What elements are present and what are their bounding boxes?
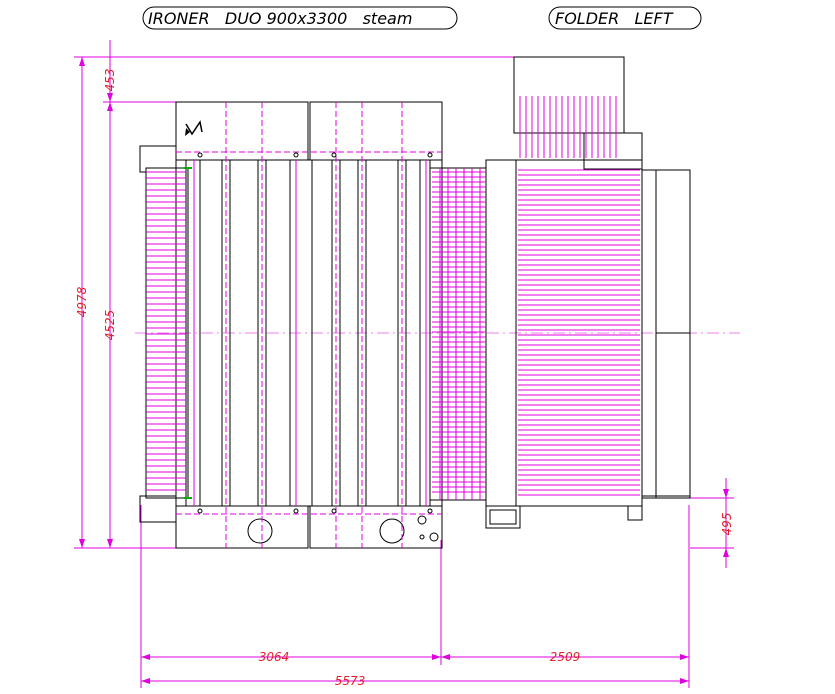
dim-bottom-offset: 495 (720, 513, 734, 536)
dimension-arrows (79, 57, 729, 684)
roller-pins (197, 152, 433, 514)
feed-belts (146, 171, 186, 491)
dim-folder-width: 2509 (550, 650, 581, 664)
dim-inner-height: 4525 (103, 310, 117, 341)
dimension-lines (74, 40, 734, 688)
transition-frame (429, 159, 521, 529)
transition-belts (432, 168, 486, 500)
folder-body (513, 56, 691, 521)
ironer-rollers (221, 160, 407, 506)
dim-total-width: 5573 (335, 674, 366, 688)
ironer-title-frame: IRONER DUO 900x3300 steam (142, 6, 458, 30)
ironer-magenta-lines (176, 102, 442, 548)
green-markers (184, 167, 192, 499)
lightning-icon (185, 120, 203, 136)
folder-belts (518, 169, 640, 496)
folder-title-frame: FOLDER LEFT (548, 6, 702, 30)
folder-top-belts (519, 96, 617, 158)
dim-top-offset: 453 (103, 69, 117, 92)
folder-title: FOLDER LEFT (555, 9, 674, 28)
dim-ironer-width: 3064 (259, 650, 290, 664)
dim-total-height: 4978 (75, 286, 89, 317)
ironer-title: IRONER DUO 900x3300 steam (148, 9, 412, 28)
